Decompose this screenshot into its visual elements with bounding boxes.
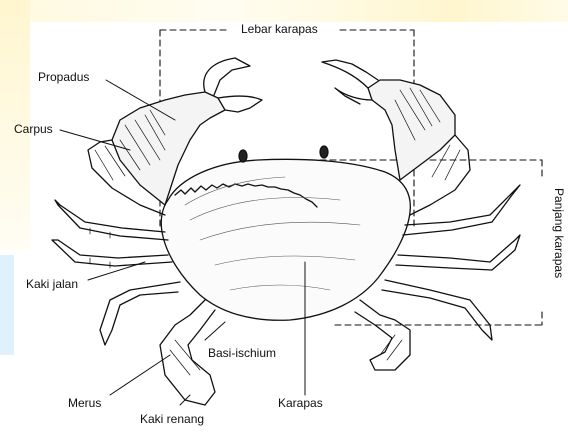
label-kaki-jalan: Kaki jalan xyxy=(26,277,78,291)
right-swimming-leg xyxy=(355,300,410,370)
label-basi-ischium: Basi-ischium xyxy=(208,346,276,360)
left-swimming-leg xyxy=(160,300,215,405)
label-karapas: Karapas xyxy=(278,396,323,410)
label-carpus: Carpus xyxy=(14,122,53,136)
right-eye xyxy=(320,146,328,158)
label-panjang-karapas: Panjang karapas xyxy=(552,185,566,281)
label-kaki-renang: Kaki renang xyxy=(140,412,204,426)
label-merus: Merus xyxy=(68,396,101,410)
left-eye xyxy=(239,150,247,162)
carapace-shape xyxy=(161,159,410,320)
label-lebar-karapas: Lebar karapas xyxy=(238,22,321,36)
label-propadus: Propadus xyxy=(38,70,89,84)
